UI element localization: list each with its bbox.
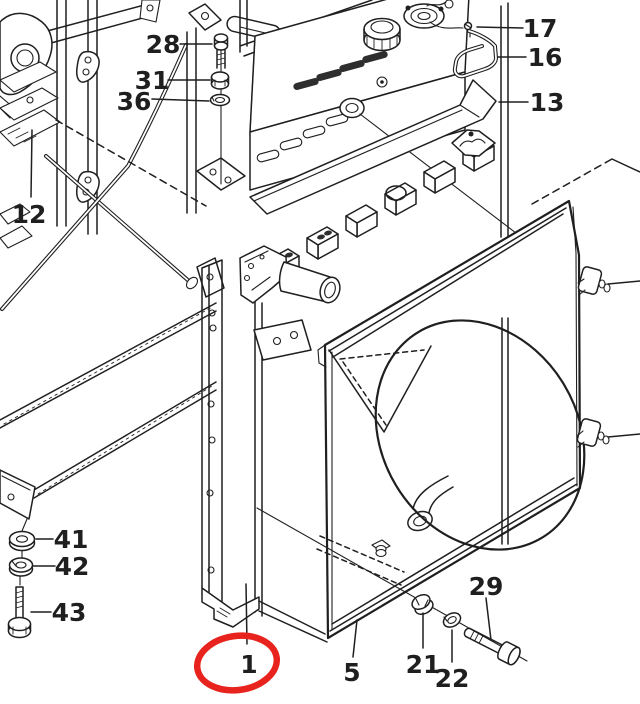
radiator-right-post	[500, 2, 509, 238]
leader-12	[30, 129, 33, 198]
rail-end-plate	[0, 469, 36, 520]
hardware	[7, 21, 528, 666]
fan-opening	[374, 319, 586, 551]
cushion-clamp	[451, 129, 496, 157]
part-callout-29: 29	[469, 572, 504, 601]
frame-plate	[0, 87, 59, 121]
mounting-clip-upper	[577, 266, 640, 296]
part-callout-12: 12	[12, 200, 47, 229]
top-tank	[249, 0, 517, 234]
fan-shroud	[316, 199, 640, 640]
mounting-plate	[253, 319, 312, 361]
part-callout-28: 28	[146, 30, 181, 59]
leader-5	[352, 619, 358, 658]
radiator-side-channel	[201, 259, 223, 603]
frame-rail-upper	[0, 302, 217, 429]
overflow-tube	[429, 21, 464, 29]
part-callout-43: 43	[52, 598, 87, 627]
highlight-ellipse	[193, 632, 281, 694]
baffle-plate-13	[249, 79, 497, 215]
washer-36	[209, 93, 231, 107]
part-callout-17: 17	[523, 14, 558, 43]
frame-rail-lower	[33, 381, 217, 499]
hook-bracket-16	[452, 29, 499, 79]
bolt-29	[463, 627, 521, 666]
washer-42	[8, 557, 34, 577]
inlet-spout	[239, 245, 341, 304]
part-callout-21: 21	[406, 650, 441, 679]
frame-plate	[0, 61, 57, 93]
mounting-clip-lower	[576, 418, 640, 448]
part-callout-5: 5	[343, 658, 360, 687]
part-callout-31: 31	[135, 66, 170, 95]
radiator-foot	[201, 587, 260, 628]
bolt-axis-line	[256, 507, 528, 662]
leader-36	[151, 98, 210, 102]
radiator-assembly	[201, 0, 517, 643]
part-callout-1: 1	[240, 650, 257, 679]
tank-top-slots	[293, 51, 388, 90]
bolt-43	[7, 586, 32, 639]
flange-port	[403, 3, 445, 29]
filler-cap	[363, 17, 401, 52]
reference-dashed-line	[531, 158, 613, 205]
nut-31	[210, 71, 230, 90]
bolt-hole	[146, 4, 154, 12]
tab-bracket	[76, 50, 100, 83]
washer-41	[8, 530, 36, 552]
part-callout-13: 13	[530, 88, 565, 117]
shroud-fold-lines	[328, 345, 432, 433]
mount-nut	[371, 539, 391, 558]
washer-22	[442, 612, 462, 628]
shroud-panel	[323, 199, 582, 640]
leader-17	[476, 26, 524, 29]
part-callout-22: 22	[435, 664, 470, 693]
frame-structure	[0, 0, 379, 520]
outlet-pipe	[407, 475, 454, 532]
part-callout-41: 41	[54, 525, 89, 554]
leader-29	[485, 597, 492, 641]
mount-tab	[188, 3, 222, 31]
nut-21	[411, 593, 434, 616]
part-callout-36: 36	[117, 87, 152, 116]
tank-boss	[339, 97, 365, 119]
channel-bolt-holes	[206, 309, 217, 574]
hidden-mount-lines	[316, 535, 405, 586]
alignment-dashed-line	[55, 119, 207, 207]
part-callout-42: 42	[55, 552, 90, 581]
part-callout-16: 16	[528, 43, 563, 72]
tank-front-slots	[256, 113, 349, 163]
bolt-28	[213, 33, 229, 69]
callouts: 28 31 36 12 17 16 13 41 42 43 1 5 21 22 …	[12, 14, 640, 694]
sensor	[426, 0, 454, 9]
tank-front-face	[249, 71, 466, 191]
